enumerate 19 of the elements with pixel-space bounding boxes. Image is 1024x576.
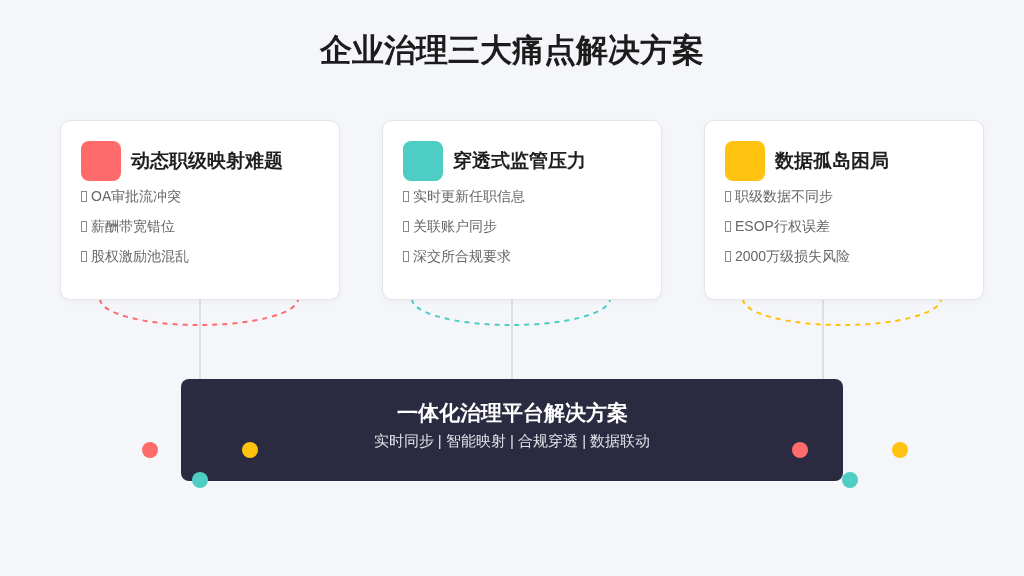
card-item-text: ESOP行权误差 — [735, 217, 830, 236]
card-item-text: 实时更新任职信息 — [413, 187, 525, 206]
problem-card — [60, 120, 340, 300]
card-item-text: 2000万级损失风险 — [735, 247, 851, 266]
solution-subtitle: 实时同步 | 智能映射 | 合规穿透 | 数据联动 — [373, 431, 651, 451]
problem-card — [704, 120, 984, 300]
card-heading: 穿透式监管压力 — [453, 149, 586, 173]
card-item-text: 职级数据不同步 — [735, 187, 833, 206]
diagram-title: 企业治理三大痛点解决方案 — [320, 31, 704, 70]
card-item-text: 关联账户同步 — [413, 217, 497, 236]
card-heading: 动态职级映射难题 — [131, 149, 283, 173]
card-item-text: OA审批流冲突 — [91, 187, 182, 206]
solution-title: 一体化治理平台解决方案 — [396, 400, 628, 426]
solution-box — [181, 379, 843, 481]
card-item-text: 薪酬带宽错位 — [91, 217, 175, 236]
card-item-text: 股权激励池混乱 — [91, 247, 189, 266]
problem-card — [382, 120, 662, 300]
card-item-text: 深交所合规要求 — [413, 247, 511, 266]
card-heading: 数据孤岛困局 — [775, 149, 889, 173]
